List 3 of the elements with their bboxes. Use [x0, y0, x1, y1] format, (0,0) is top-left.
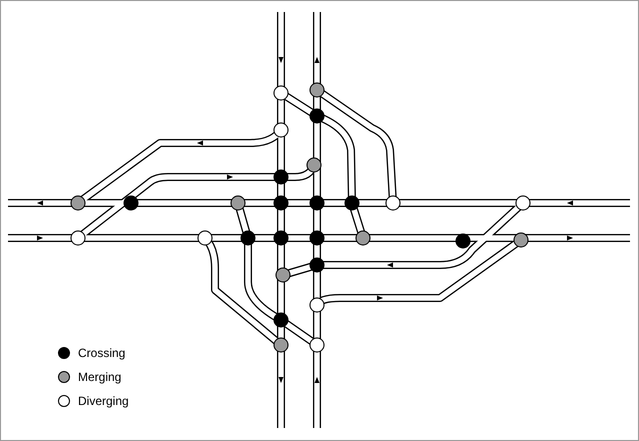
legend-label: Crossing [78, 346, 126, 360]
legend-label: Diverging [78, 394, 129, 408]
legend-label: Merging [78, 370, 122, 384]
